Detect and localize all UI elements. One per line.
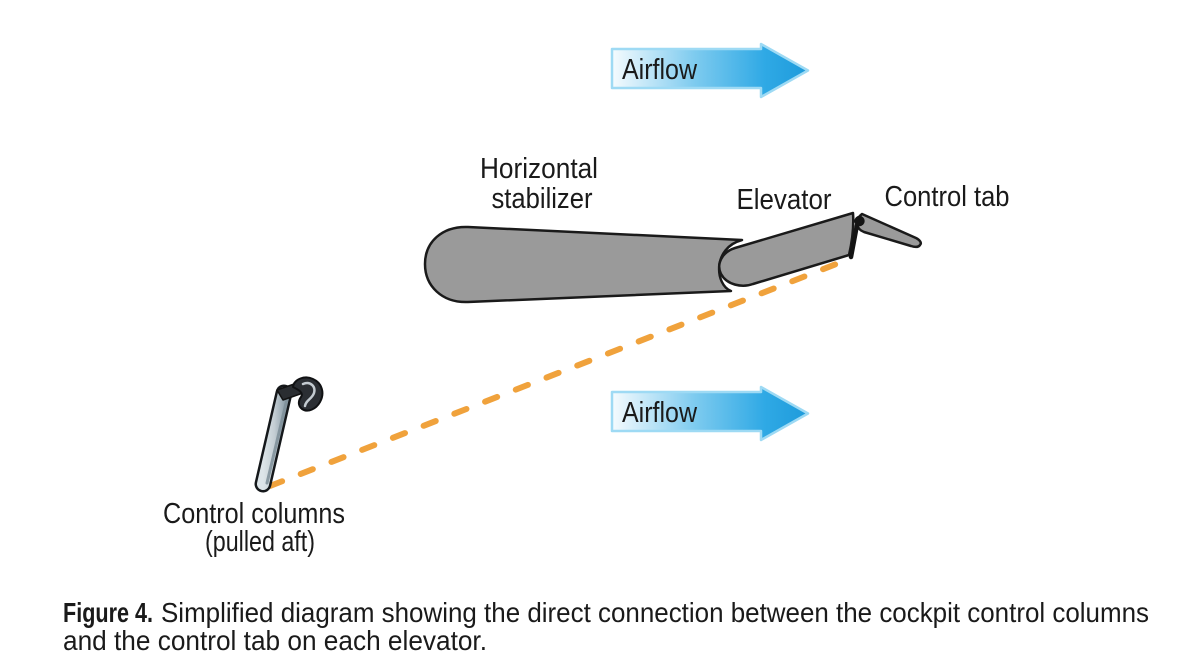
horizontal-stabilizer-label-line1: Horizontal [480,153,598,185]
figure-caption-number: Figure 4. [63,597,153,628]
control-horn-rod [848,222,860,260]
airflow-arrow-top: Airflow [610,42,810,99]
tab-hinge-icon [854,215,865,227]
figure-caption-line2: and the control tab on each elevator. [63,625,487,656]
control-column-handle-highlight [301,381,316,408]
figure-caption: Figure 4. Simplified diagram showing the… [63,597,1149,656]
control-tab-shape [855,212,923,249]
airflow-top-label: Airflow [622,54,698,86]
control-column-shaft-shade [265,393,290,485]
elevator-shape [718,211,855,287]
control-columns-label-line1: Control columns [163,498,345,530]
control-column-handle [292,376,324,412]
control-columns-label-line2: (pulled aft) [205,526,315,558]
horizontal-stabilizer-shape [423,225,744,304]
horizontal-stabilizer-label-line2: stabilizer [492,183,593,215]
control-column [254,376,324,493]
part-labels: Horizontal stabilizer Elevator Control t… [163,153,1010,558]
connection-dashed-line [267,256,852,489]
control-tab-label: Control tab [885,181,1010,213]
control-column-shaft [257,387,290,490]
elevator-label: Elevator [737,184,832,216]
airflow-arrow-bottom-icon [610,385,810,442]
airflow-bottom-label: Airflow [622,397,698,429]
airflow-arrow-bottom: Airflow [610,385,810,442]
airflow-arrow-top-icon [610,42,810,99]
figure-caption-line1: Simplified diagram showing the direct co… [161,597,1149,628]
